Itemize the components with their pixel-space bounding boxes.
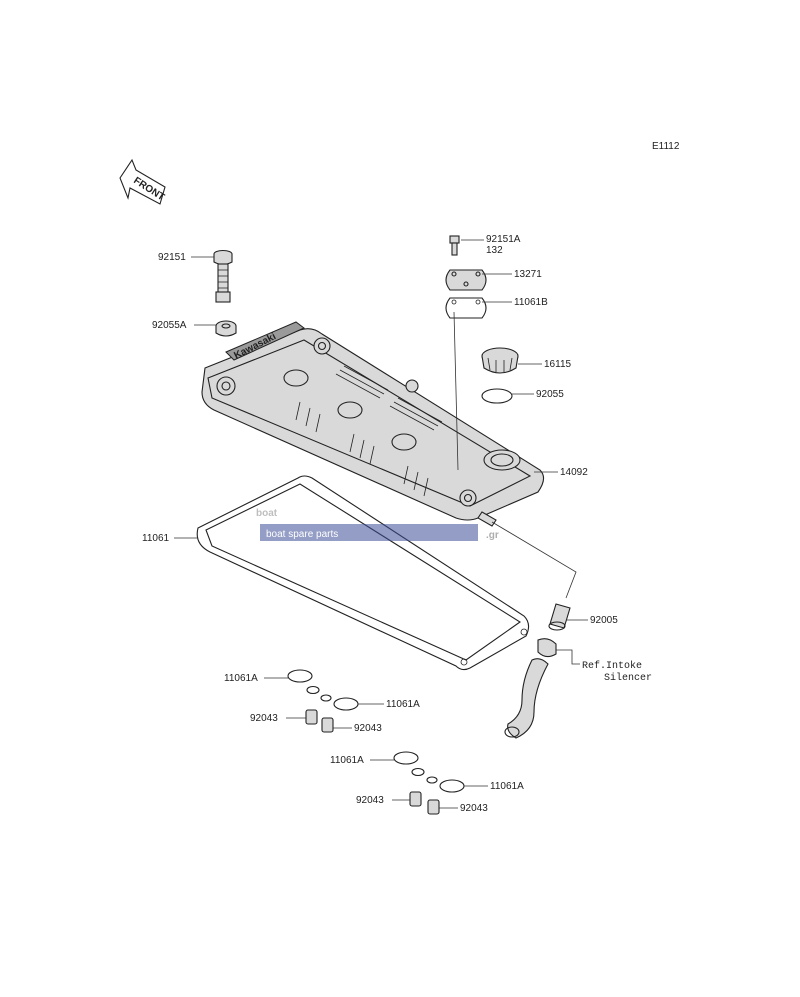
label-14092: 14092 (560, 467, 588, 478)
front-arrow-icon: FRONT (119, 158, 166, 205)
reference-note: Ref.Intoke Silencer (582, 660, 652, 684)
grommet-92055a (215, 320, 237, 337)
plate-13271 (445, 269, 487, 291)
label-92043-2: 92043 (354, 723, 382, 734)
bolt-92151a (449, 235, 460, 256)
label-92055a: 92055A (152, 320, 187, 331)
cover-gasket-11061 (196, 475, 530, 671)
label-92151: 92151 (158, 252, 186, 263)
diagram-code: E1112 (652, 141, 680, 152)
label-132: 132 (486, 245, 503, 256)
label-92043-3: 92043 (356, 795, 384, 806)
front-label: FRONT (131, 175, 166, 203)
label-11061a-1: 11061A (224, 673, 258, 684)
label-92055: 92055 (536, 389, 564, 400)
watermark-tagline: boat spare parts (266, 529, 338, 540)
label-11061b: 11061B (514, 297, 548, 308)
label-92005: 92005 (590, 615, 618, 626)
label-92043-4: 92043 (460, 803, 488, 814)
label-11061a-4: 11061A (490, 781, 524, 792)
label-13271: 13271 (514, 269, 542, 280)
gasket-11061b (445, 297, 487, 319)
label-92043-1: 92043 (250, 713, 278, 724)
label-11061a-2: 11061A (386, 699, 420, 710)
label-11061a-3: 11061A (330, 755, 364, 766)
label-11061: 11061 (142, 533, 170, 544)
bolt-92151 (213, 249, 233, 303)
watermark-main: boat (256, 508, 278, 519)
seal-set-lower (393, 751, 465, 815)
oil-cap-16115 (481, 347, 519, 374)
watermark-suffix: .gr (486, 530, 499, 541)
hose-fitting-92005 (491, 521, 577, 631)
o-ring-92055 (481, 388, 513, 404)
label-16115: 16115 (544, 359, 572, 370)
label-92151a: 92151A (486, 234, 521, 245)
watermark: boat boat spare parts .gr (256, 508, 499, 541)
seal-set-upper (287, 669, 359, 733)
leader-lines (174, 239, 588, 809)
breather-hose (504, 638, 557, 739)
